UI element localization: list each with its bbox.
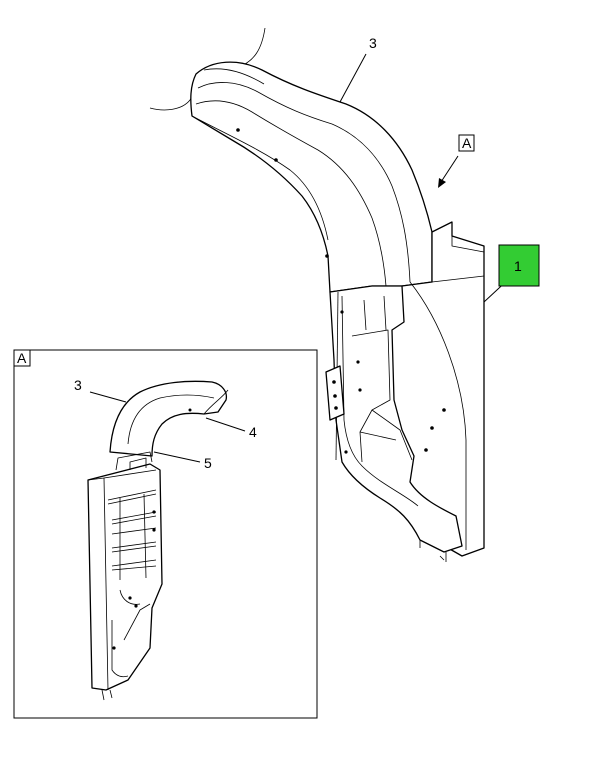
detail-view-a: A 3 4 5	[13, 349, 318, 719]
bolt-hole	[325, 254, 329, 258]
fender-arch	[190, 61, 433, 293]
bolt-hole	[424, 448, 428, 452]
leader-line	[153, 451, 201, 463]
bolt-hole	[152, 510, 156, 514]
bolt-hole	[356, 360, 360, 364]
bolt-hole	[358, 388, 362, 392]
bolt-hole	[442, 408, 446, 412]
view-arrow-shaft	[440, 155, 459, 183]
bracket-tab	[419, 540, 447, 562]
bolt-hole	[333, 394, 337, 398]
bolt-hole	[188, 408, 192, 412]
detail-title-box	[13, 349, 31, 367]
lower-bracket-contour	[351, 329, 391, 463]
bolt-hole	[340, 310, 344, 314]
fender-arch-contour	[203, 68, 265, 85]
detail-callout-3: 3	[74, 377, 82, 393]
bolt-hole	[332, 380, 336, 384]
detail-splash-panel	[87, 463, 163, 691]
detail-panel-edge	[103, 469, 157, 479]
bolt-hole	[344, 450, 348, 454]
bolt-hole	[430, 426, 434, 430]
bolt-hole	[112, 646, 116, 650]
detail-arch-contour	[127, 394, 215, 445]
lower-bracket-contour	[341, 295, 419, 507]
detail-title: A	[17, 350, 27, 366]
lower-bracket	[329, 285, 463, 553]
bolt-hole	[236, 128, 240, 132]
detail-top-tab	[115, 451, 153, 471]
view-reference-a: A	[438, 134, 475, 188]
splash-panel-contour	[409, 281, 467, 550]
splash-panel-edge	[451, 236, 485, 253]
detail-fender-arch	[109, 380, 228, 457]
detail-bottom-tab	[101, 689, 113, 701]
callout-label: 1	[514, 258, 522, 274]
splash-panel-edge	[431, 232, 485, 283]
callout-main-1: 1	[483, 244, 540, 303]
lower-bracket-contour	[359, 409, 413, 461]
callout-label: 3	[369, 35, 377, 51]
fender-arch-contour	[197, 82, 411, 283]
bolt-hole	[152, 528, 156, 532]
callout-main-3: 3	[339, 35, 377, 103]
detail-lower-contour	[119, 589, 151, 641]
bolt-hole	[128, 596, 132, 600]
leader-line	[339, 53, 367, 103]
bolt-hole	[274, 158, 278, 162]
detail-rib	[111, 541, 157, 553]
view-ref-label: A	[462, 135, 472, 151]
fender-arch-contour	[191, 115, 329, 241]
mounting-plate	[325, 365, 345, 421]
bolt-hole	[134, 604, 138, 608]
detail-callout-4: 4	[249, 424, 257, 440]
detail-rib	[119, 493, 147, 580]
detail-lower-contour	[111, 620, 129, 678]
lower-bracket-contour	[363, 295, 387, 331]
detail-callout-5: 5	[204, 455, 212, 471]
view-ref-box	[458, 134, 475, 152]
fender-arch-contour	[195, 100, 387, 287]
detail-rib	[107, 489, 157, 505]
leader-line	[89, 391, 127, 403]
detail-rib	[111, 511, 157, 535]
detail-arch-contour	[203, 389, 229, 415]
view-arrow-head	[438, 178, 446, 188]
leader-line	[205, 417, 246, 432]
highlight-box	[498, 244, 540, 287]
detail-top-tab	[129, 457, 147, 470]
bolt-hole	[334, 406, 338, 410]
detail-rib	[111, 559, 157, 571]
main-fender-assembly	[149, 27, 485, 562]
